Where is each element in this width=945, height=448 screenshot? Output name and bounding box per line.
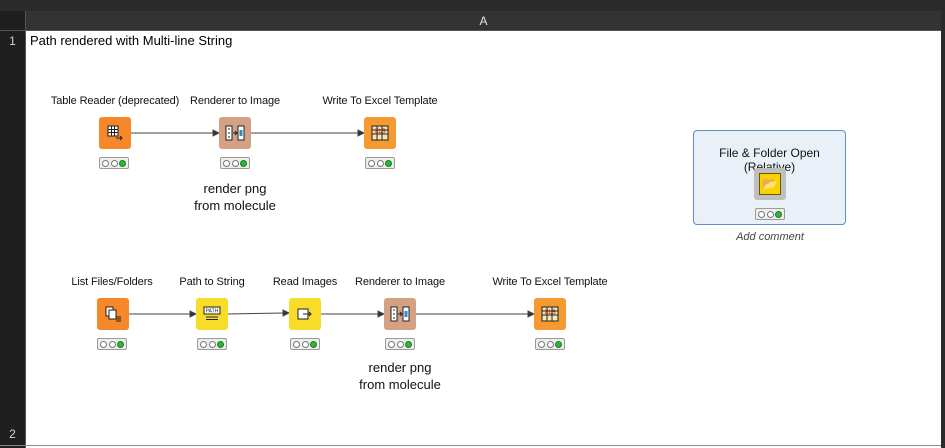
node-write-excel-template-2[interactable]: XLS bbox=[534, 298, 566, 330]
renderer-icon bbox=[390, 306, 410, 322]
node-renderer-to-image-2[interactable] bbox=[384, 298, 416, 330]
cell-a1-text[interactable]: Path rendered with Multi-line String bbox=[30, 33, 233, 48]
node-label-excel-writer: Write To Excel Template bbox=[322, 95, 438, 107]
node-list-files-folders[interactable] bbox=[97, 298, 129, 330]
node-label-renderer-2: Renderer to Image bbox=[354, 276, 446, 288]
node-label-excel-writer-2: Write To Excel Template bbox=[492, 276, 608, 288]
node-status-table-reader bbox=[99, 157, 129, 169]
read-images-icon bbox=[297, 308, 312, 320]
annotation-line-2: from molecule bbox=[194, 198, 276, 213]
annotation-render-png-2[interactable]: render png from molecule bbox=[359, 359, 441, 393]
row-header-1[interactable]: 1 bbox=[0, 31, 26, 445]
path-to-string-icon: PATH bbox=[203, 306, 221, 320]
annotation-line-1: render png bbox=[368, 360, 432, 375]
folder-open-icon: 📂 bbox=[759, 173, 781, 195]
add-comment-link[interactable]: Add comment bbox=[736, 231, 804, 243]
node-label-renderer: Renderer to Image bbox=[189, 95, 281, 107]
edge-path-read bbox=[227, 312, 285, 315]
svg-text:PATH: PATH bbox=[206, 309, 219, 315]
node-table-reader[interactable] bbox=[99, 117, 131, 149]
row-divider bbox=[0, 445, 945, 446]
column-header-end bbox=[941, 11, 945, 31]
excel-writer-icon: XLS bbox=[371, 125, 389, 141]
node-status-renderer bbox=[220, 157, 250, 169]
sheet-right-edge bbox=[941, 31, 945, 448]
node-path-to-string[interactable]: PATH bbox=[196, 298, 228, 330]
node-label-list-files: List Files/Folders bbox=[71, 276, 153, 288]
svg-text:XLS: XLS bbox=[544, 310, 555, 316]
component-status bbox=[755, 208, 785, 220]
excel-writer-icon: XLS bbox=[541, 306, 559, 322]
node-label-read-images: Read Images bbox=[272, 276, 338, 288]
component-node[interactable]: 📂 bbox=[754, 168, 786, 200]
node-label-table-reader: Table Reader (deprecated) bbox=[50, 95, 180, 107]
annotation-line-2: from molecule bbox=[359, 377, 441, 392]
renderer-icon bbox=[225, 125, 245, 141]
annotation-line-1: render png bbox=[203, 181, 267, 196]
node-status-path-to-string bbox=[197, 338, 227, 350]
node-status-read-images bbox=[290, 338, 320, 350]
component-file-folder-open[interactable]: File & Folder Open (Relative) 📂 bbox=[693, 130, 846, 225]
node-status-renderer-2 bbox=[385, 338, 415, 350]
node-status-excel-writer-2 bbox=[535, 338, 565, 350]
top-bar bbox=[0, 0, 945, 11]
column-header-a[interactable]: A bbox=[26, 11, 941, 31]
node-write-excel-template[interactable]: XLS bbox=[364, 117, 396, 149]
table-reader-icon bbox=[107, 125, 123, 141]
node-renderer-to-image[interactable] bbox=[219, 117, 251, 149]
node-read-images[interactable] bbox=[289, 298, 321, 330]
svg-text:XLS: XLS bbox=[374, 129, 385, 135]
node-label-path-to-string: Path to String bbox=[179, 276, 245, 288]
list-files-icon bbox=[105, 306, 121, 322]
node-status-excel-writer bbox=[365, 157, 395, 169]
select-all-corner[interactable] bbox=[0, 11, 26, 31]
row-header-2[interactable]: 2 bbox=[0, 424, 26, 448]
node-status-list-files bbox=[97, 338, 127, 350]
annotation-render-png[interactable]: render png from molecule bbox=[194, 180, 276, 214]
